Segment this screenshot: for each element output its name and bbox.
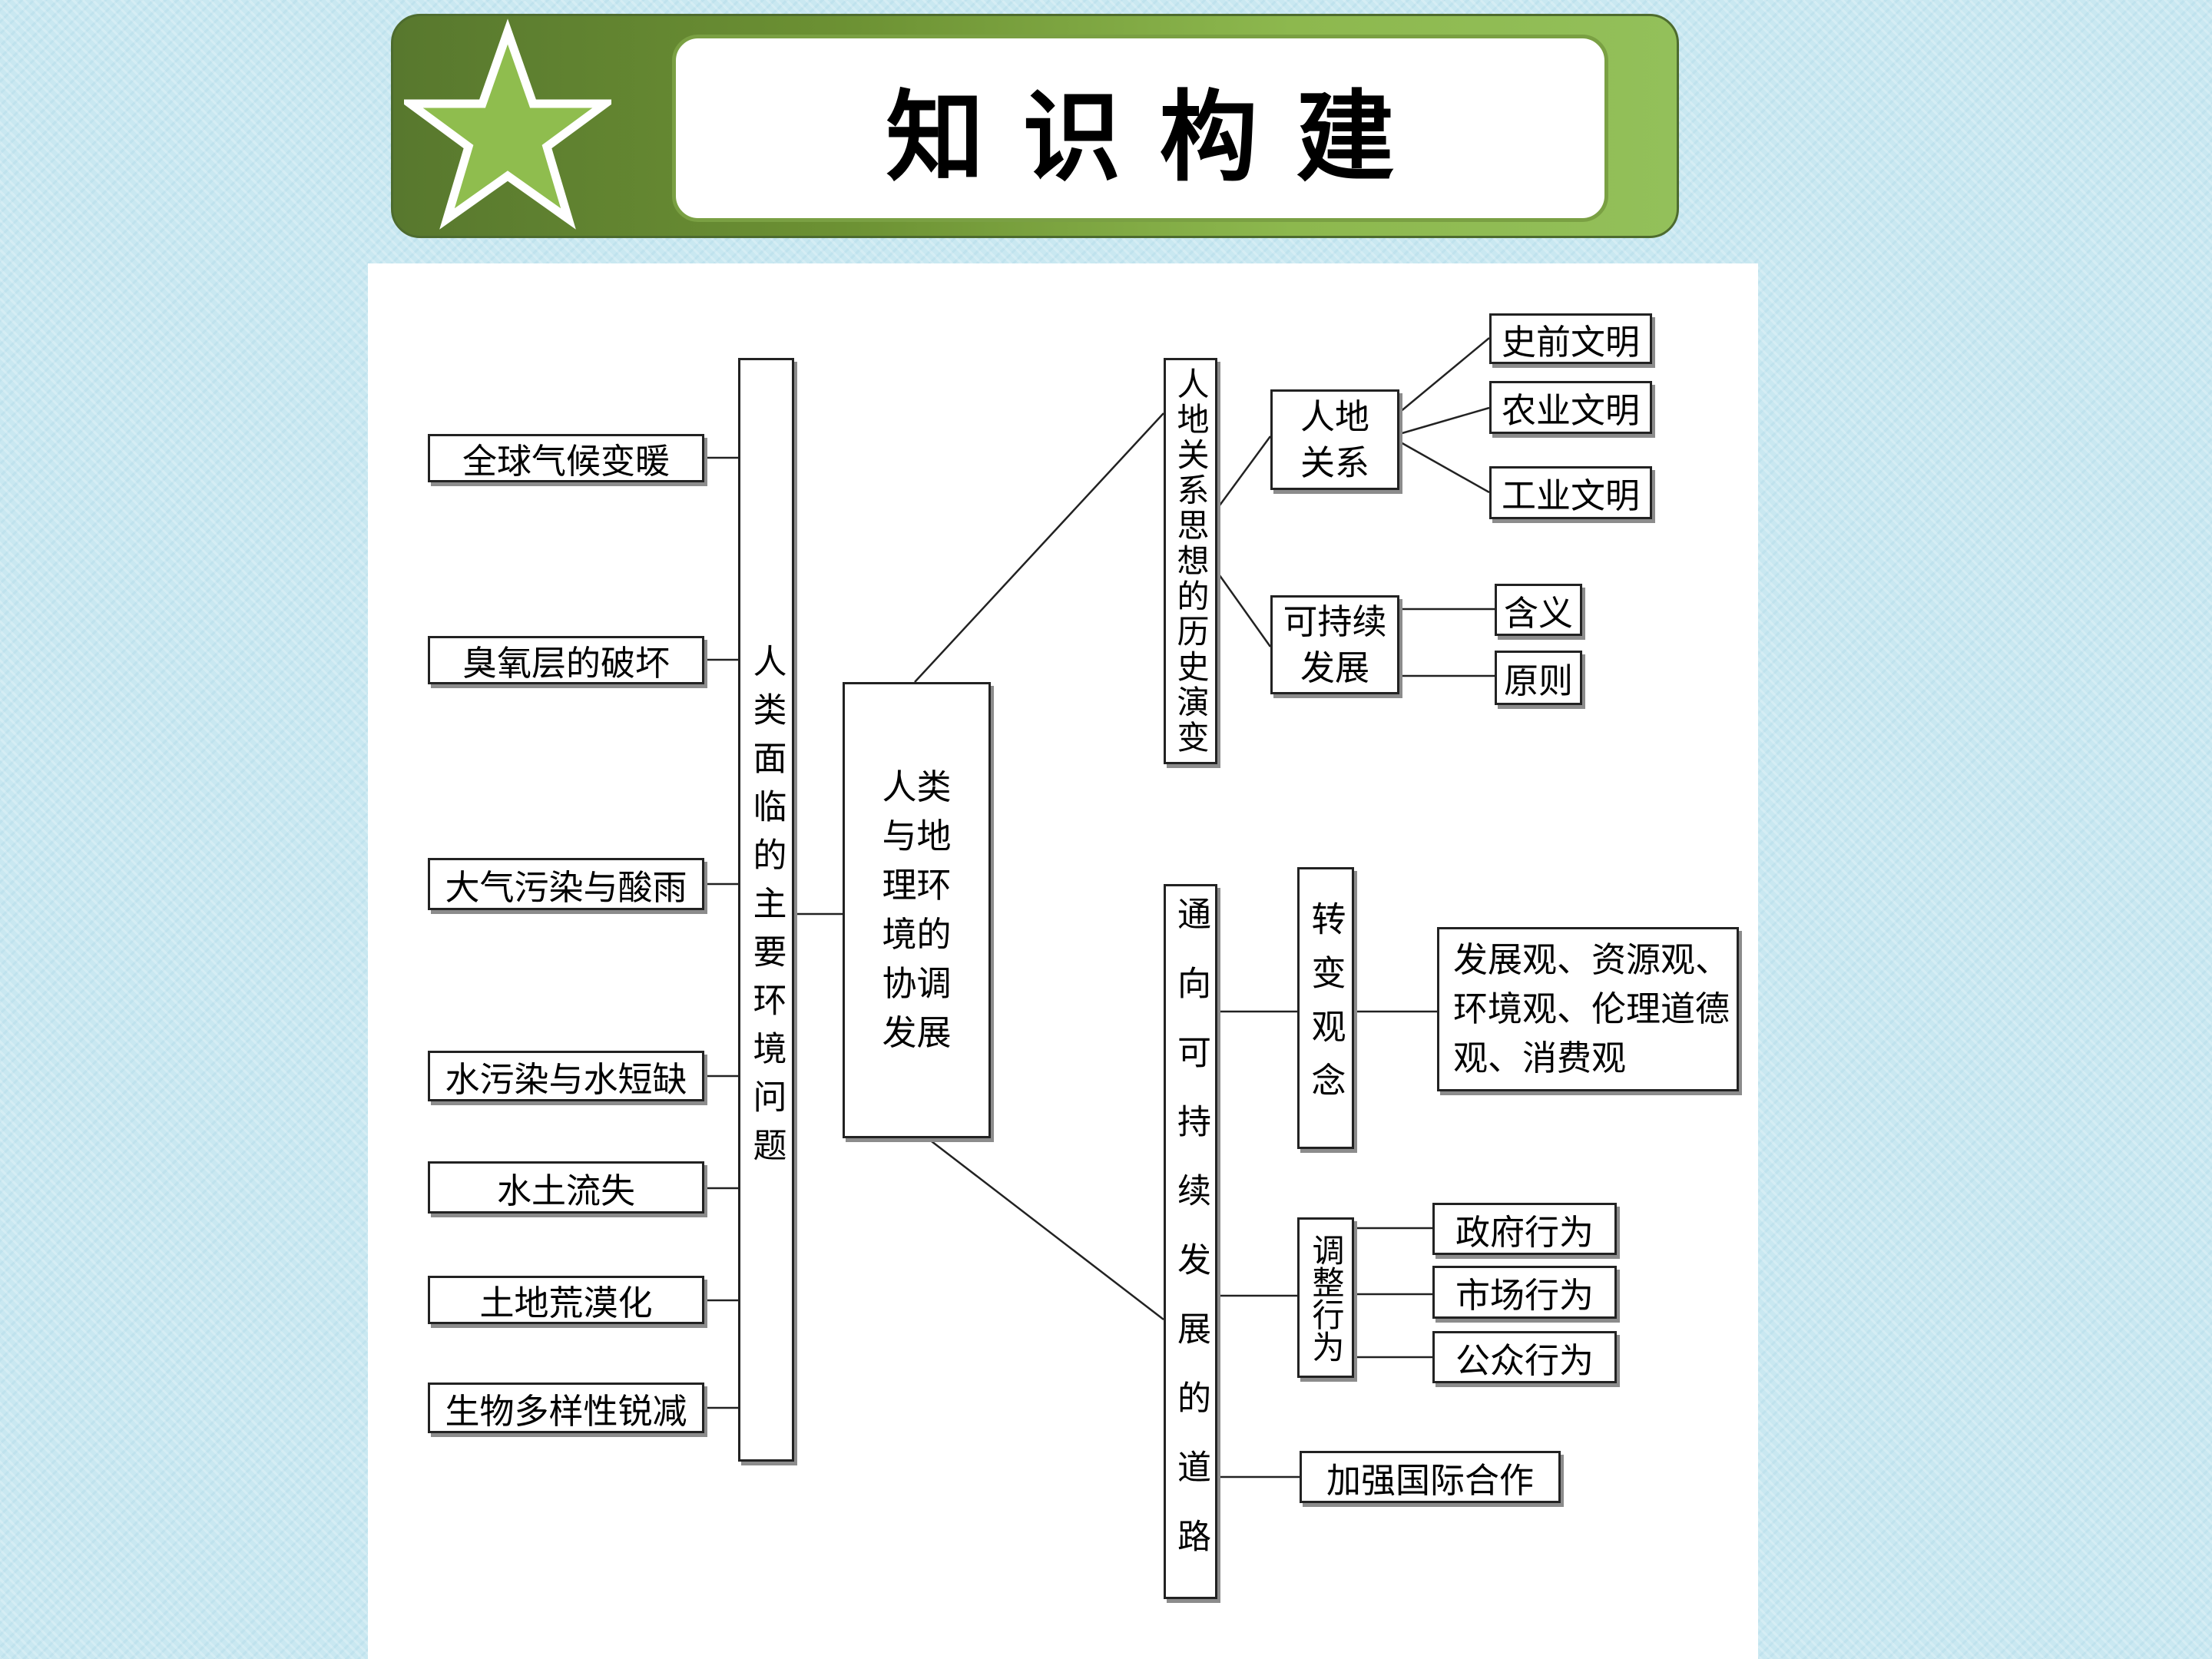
- sustainable-meaning: 含义: [1495, 584, 1582, 636]
- man-land-relation: 人地关系: [1270, 389, 1399, 490]
- prehistoric-civilization: 史前文明: [1489, 313, 1652, 364]
- change-concepts: 转变观念: [1297, 867, 1354, 1149]
- agricultural-civilization: 农业文明: [1489, 381, 1652, 434]
- problem-ozone-depletion: 臭氧层的破坏: [428, 636, 704, 684]
- government-behavior: 政府行为: [1432, 1203, 1617, 1255]
- concept-list: 发展观、资源观、环境观、伦理道德观、消费观: [1437, 927, 1739, 1091]
- sustainable-principles: 原则: [1495, 651, 1582, 705]
- adjust-behavior: 调整行为: [1297, 1217, 1354, 1378]
- market-behavior: 市场行为: [1432, 1266, 1617, 1319]
- problem-soil-erosion: 水土流失: [428, 1161, 704, 1214]
- problem-air-pollution-acid-rain: 大气污染与酸雨: [428, 858, 704, 910]
- star-icon: [404, 18, 611, 230]
- header-banner: 知识构建: [391, 14, 1679, 238]
- central-topic: 人类与地理环境的协调发展: [843, 682, 991, 1138]
- industrial-civilization: 工业文明: [1489, 466, 1652, 519]
- title-box: 知识构建: [672, 35, 1608, 222]
- page-title: 知识构建: [886, 80, 1433, 195]
- problem-desertification: 土地荒漠化: [428, 1276, 704, 1324]
- problem-biodiversity-loss: 生物多样性锐减: [428, 1382, 704, 1433]
- problems-heading: 人类面临的主要环境问题: [738, 358, 794, 1462]
- road-heading: 通向可持续发展的道路: [1164, 884, 1217, 1599]
- public-behavior: 公众行为: [1432, 1331, 1617, 1383]
- sustainable-development: 可持续发展: [1270, 595, 1399, 694]
- problem-water-pollution: 水污染与水短缺: [428, 1051, 704, 1101]
- problem-climate-warming: 全球气候变暖: [428, 434, 704, 482]
- international-cooperation: 加强国际合作: [1300, 1451, 1561, 1503]
- history-heading: 人地关系思想的历史演变: [1164, 358, 1217, 764]
